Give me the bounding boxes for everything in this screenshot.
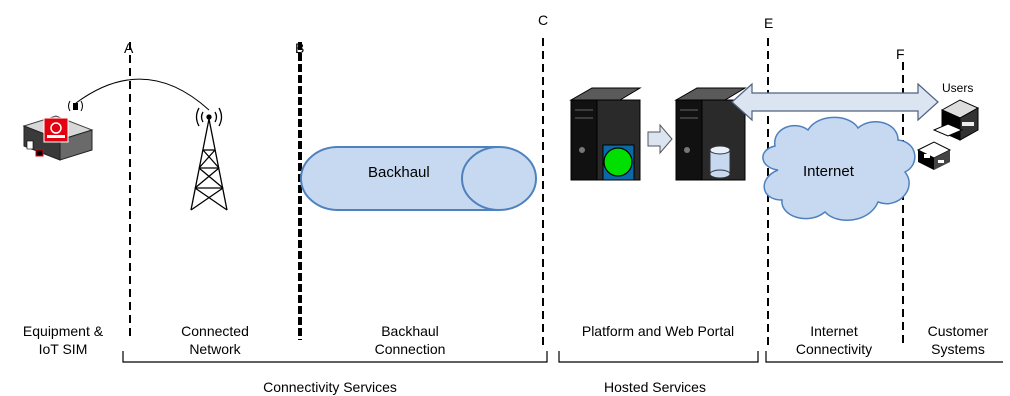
zone-platform-label: Platform and Web Portal [581, 323, 735, 339]
zone-connected-network-line-1: Connected [181, 323, 249, 339]
cell-tower-icon [190, 107, 228, 211]
users-label: Users [942, 81, 974, 95]
boundary-label-a: A [124, 40, 134, 56]
internet-customer-bracket [765, 351, 1003, 363]
zone-customer-systems-line-2: Systems [931, 341, 985, 357]
zone-customer-systems-line-1: Customer [927, 323, 989, 339]
connectivity-services-bracket [122, 351, 548, 363]
boundary-label-b: B [295, 40, 305, 56]
zone-backhaul-connection-label: Backhaul Connection [350, 322, 470, 358]
hosted-services-bracket [558, 351, 759, 363]
boundary-label-c: C [538, 12, 549, 28]
radio-link-arc [75, 78, 210, 111]
zone-connected-network-label: Connected Network [155, 322, 275, 358]
zone-internet-connectivity-label: Internet Connectivity [772, 322, 896, 358]
zone-internet-connectivity-line-2: Connectivity [795, 341, 873, 357]
group-connectivity-services-label: Connectivity Services [263, 379, 397, 395]
backhaul-pipe [300, 146, 537, 211]
users-workstation-icon [916, 99, 980, 170]
internet-cloud [762, 116, 916, 221]
device-antenna-icon [68, 100, 83, 112]
zone-connected-network-line-2: Network [189, 341, 241, 357]
zone-backhaul-connection-line-1: Backhaul [381, 323, 439, 339]
zone-backhaul-connection-line-2: Connection [374, 341, 446, 357]
database-icon [709, 145, 731, 179]
zone-equipment-label: Equipment & IoT SIM [4, 322, 122, 358]
zone-customer-systems-label: Customer Systems [910, 322, 1006, 358]
zone-equipment-line-1: Equipment & [22, 323, 104, 339]
boundary-label-e: E [764, 15, 774, 31]
zone-internet-connectivity-line-1: Internet [810, 323, 858, 339]
green-status-indicator [602, 144, 635, 181]
boundary-label-f: F [896, 46, 905, 62]
transfer-arrow-icon [647, 123, 673, 155]
internet-cloud-label: Internet [803, 163, 854, 180]
group-hosted-services-label: Hosted Services [604, 379, 706, 395]
backhaul-pipe-label: Backhaul [368, 164, 430, 181]
sim-card-icon [43, 117, 69, 143]
zone-equipment-line-2: IoT SIM [38, 341, 88, 357]
double-arrow-icon [731, 82, 939, 122]
